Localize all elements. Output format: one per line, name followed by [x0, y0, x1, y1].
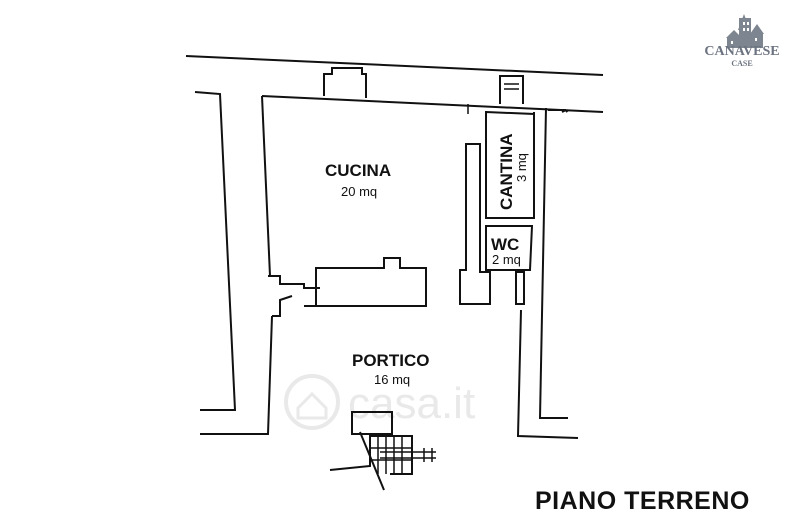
room-cucina-name: CUCINA [325, 161, 391, 180]
room-cucina-area: 20 mq [341, 184, 377, 199]
canavese-logo: CANAVESE CASE [704, 14, 780, 68]
room-portico: PORTICO 16 mq [352, 351, 429, 387]
room-cantina-area: 3 mq [514, 153, 529, 182]
staircase [329, 411, 436, 491]
room-portico-name: PORTICO [352, 351, 429, 370]
room-wc: WC 2 mq [491, 235, 521, 267]
room-portico-area: 16 mq [374, 372, 410, 387]
walls [185, 55, 604, 439]
logo-sub: CASE [731, 59, 752, 68]
room-cucina: CUCINA 20 mq [325, 161, 391, 199]
room-cantina-name: CANTINA [497, 134, 516, 211]
houses-logo-icon [726, 14, 764, 48]
logo-brand: CANAVESE [704, 44, 779, 59]
watermark: casa.it [284, 374, 475, 430]
room-wc-name: WC [491, 235, 519, 254]
room-wc-area: 2 mq [492, 252, 521, 267]
room-cantina: CANTINA 3 mq [497, 134, 529, 211]
floor-title: PIANO TERRENO [535, 487, 750, 515]
house-watermark-icon [284, 374, 340, 430]
watermark-text: casa.it [348, 379, 475, 428]
